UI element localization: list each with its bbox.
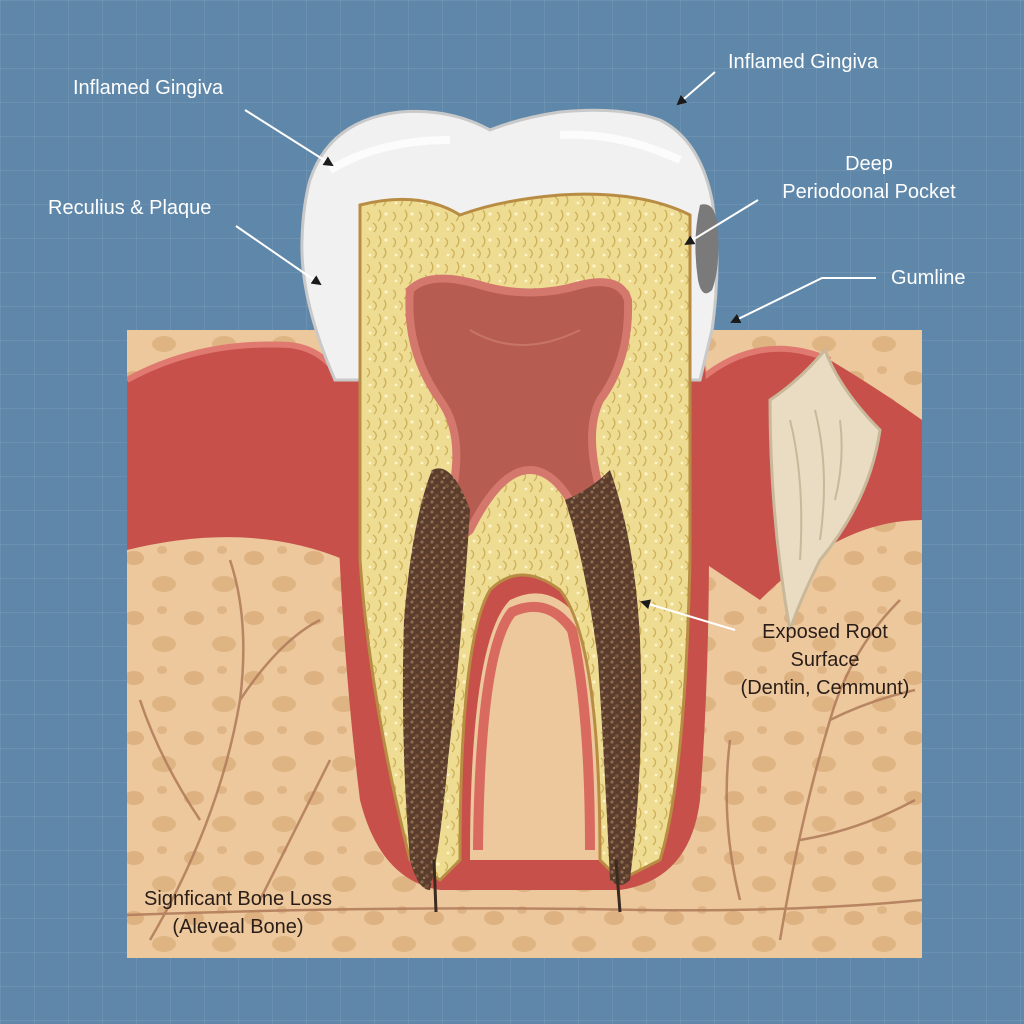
label-exposed-root: Exposed Root Surface (Dentin, Cemmunt) bbox=[720, 618, 930, 702]
label-exposed-root-line1: Exposed Root bbox=[720, 618, 930, 646]
label-deep-pocket-line1: Deep bbox=[764, 150, 974, 178]
label-inflamed-gingiva-left: Inflamed Gingiva bbox=[73, 74, 223, 102]
label-gumline: Gumline bbox=[891, 264, 965, 292]
label-calculus-plaque: Reculius & Plaque bbox=[48, 194, 211, 222]
label-deep-pocket: Deep Periodoonal Pocket bbox=[764, 150, 974, 206]
gingiva bbox=[127, 344, 345, 560]
label-bone-loss-line1: Signficant Bone Loss bbox=[128, 885, 348, 913]
label-inflamed-gingiva-right: Inflamed Gingiva bbox=[728, 48, 878, 76]
decay-spot bbox=[695, 204, 718, 293]
label-bone-loss: Signficant Bone Loss (Aleveal Bone) bbox=[128, 885, 348, 941]
label-exposed-root-line2: Surface bbox=[720, 646, 930, 674]
label-exposed-root-line3: (Dentin, Cemmunt) bbox=[720, 674, 930, 702]
label-deep-pocket-line2: Periodoonal Pocket bbox=[764, 178, 974, 206]
label-bone-loss-line2: (Aleveal Bone) bbox=[128, 913, 348, 941]
